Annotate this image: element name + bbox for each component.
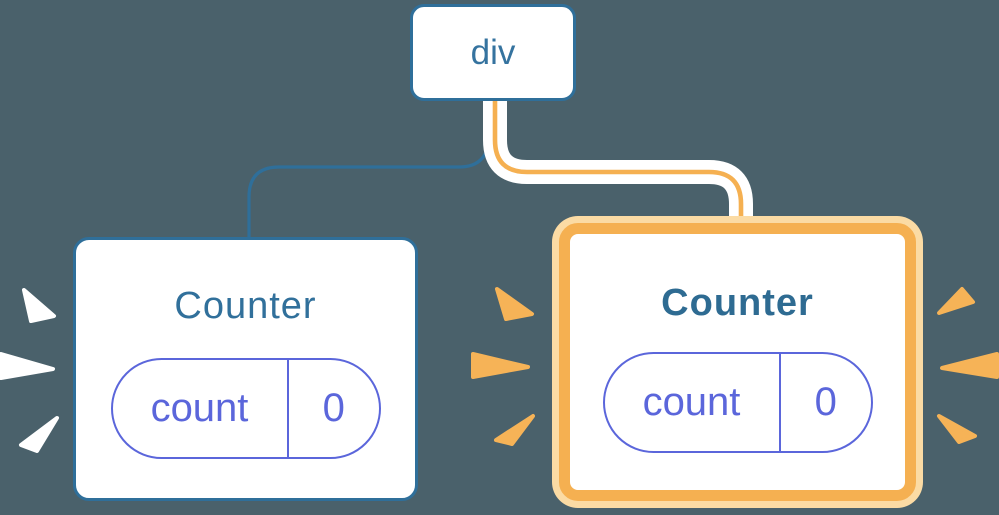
spark-icon: [495, 287, 534, 321]
edge-to-right-counter-highlight: [492, 96, 744, 235]
state-value: 0: [814, 380, 837, 424]
counter-card-right-highlight-ring: Counter count 0: [552, 216, 923, 508]
edge-to-left-counter: [247, 96, 491, 241]
node-div-label: div: [470, 32, 516, 72]
pill-divider: [778, 354, 781, 451]
spark-icon: [22, 288, 56, 323]
spark-icon: [940, 352, 999, 379]
counter-title: Counter: [661, 282, 814, 324]
state-pill: count 0: [602, 352, 873, 453]
counter-card-left: Counter count 0: [73, 237, 418, 501]
edge-to-right-counter-tube: [483, 96, 753, 235]
spark-icon: [471, 352, 530, 379]
state-value: 0: [322, 386, 345, 430]
state-key-label: count: [642, 380, 741, 424]
spark-icon: [494, 414, 535, 446]
state-pill: count 0: [110, 358, 381, 459]
spark-icon: [937, 287, 975, 315]
spark-icon: [0, 352, 55, 380]
counter-card-right: Counter count 0: [559, 223, 916, 501]
pill-divider: [286, 360, 289, 457]
spark-icon: [19, 416, 59, 453]
counter-title: Counter: [174, 285, 317, 327]
spark-icon: [937, 414, 977, 444]
tree-node-div: div: [410, 4, 576, 101]
state-key-label: count: [150, 386, 249, 430]
